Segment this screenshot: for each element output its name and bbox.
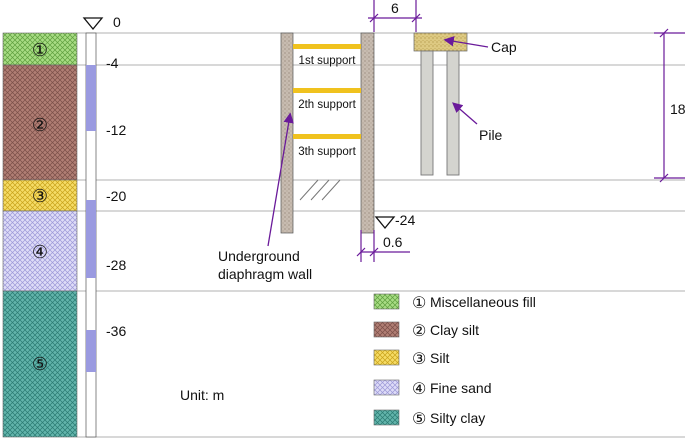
- unit-label: Unit: m: [180, 387, 224, 403]
- wall-thickness-label: 0.6: [383, 234, 403, 250]
- legend-swatch-3: [373, 349, 400, 366]
- depth-label-36: -36: [106, 323, 126, 339]
- pile-left: [420, 50, 434, 176]
- depth-label-28: -28: [106, 257, 126, 273]
- layer-2-block: [2, 64, 78, 181]
- layer-3-number: ③: [32, 186, 48, 207]
- legend: ① ② ③ ④ ⑤ Miscellaneous fill Clay silt S…: [373, 293, 536, 428]
- legend-label-2: Clay silt: [430, 322, 479, 338]
- layer-5-number: ⑤: [32, 354, 48, 375]
- legend-label-4: Fine sand: [430, 380, 491, 396]
- support-label-2: 2th support: [298, 99, 356, 111]
- soil-column: ① ② ③ ④ ⑤: [2, 32, 78, 438]
- legend-number-4: ④: [412, 379, 426, 398]
- ground-level-icon: [82, 17, 104, 31]
- layer-4-block: [2, 210, 78, 292]
- cap-label: Cap: [491, 39, 517, 55]
- pile-spacing-label: 6: [391, 0, 399, 16]
- pile-cap-assembly: [413, 32, 468, 176]
- layer-1-number: ①: [32, 40, 48, 61]
- pile-length-dimension: [654, 28, 685, 183]
- legend-label-1: Miscellaneous fill: [430, 294, 536, 310]
- support-bar-3: [293, 134, 361, 139]
- right-diaphragm-wall: [360, 32, 375, 234]
- cap-leader-arrow: [443, 36, 489, 48]
- support-bar-2: [293, 88, 361, 93]
- layer-boundaries: [77, 32, 685, 438]
- wall-label-line2: diaphragm wall: [218, 266, 312, 282]
- layer-3-block: [2, 179, 78, 212]
- support-bar-1: [293, 44, 361, 49]
- legend-swatch-4: [373, 379, 400, 396]
- wall-thickness-dimension: [356, 230, 410, 262]
- legend-number-5: ⑤: [412, 409, 426, 428]
- depth-zero-label: 0: [113, 14, 121, 30]
- legend-swatch-1: [373, 293, 400, 310]
- excavation-hatch-icon: [299, 179, 341, 201]
- pile-label: Pile: [479, 127, 503, 143]
- layer-2-number: ②: [32, 115, 48, 136]
- excavation-depth-marker: -24: [374, 212, 415, 230]
- depth-label-4: -4: [106, 55, 119, 71]
- support-label-1: 1st support: [299, 55, 357, 67]
- wall-leader-arrow: [267, 112, 294, 247]
- legend-number-1: ①: [412, 293, 426, 312]
- excavation-depth-label: -24: [395, 212, 415, 228]
- layer-4-number: ④: [32, 242, 48, 263]
- depth-label-20: -20: [106, 188, 126, 204]
- legend-swatch-2: [373, 321, 400, 338]
- layer-5-block: [2, 290, 78, 438]
- pile-leader-arrow: [452, 102, 478, 125]
- excavation-level-icon: [374, 216, 396, 230]
- support-label-3: 3th support: [298, 146, 356, 158]
- legend-number-3: ③: [412, 349, 426, 368]
- legend-swatch-5: [373, 409, 400, 426]
- pile-spacing-dimension: [368, 0, 422, 32]
- wall-label-line1: Underground: [218, 248, 300, 264]
- legend-number-2: ②: [412, 321, 426, 340]
- layer-1-block: [2, 32, 78, 66]
- supports: 1st support 2th support 3th support: [293, 44, 361, 158]
- legend-label-5: Silty clay: [430, 410, 485, 426]
- pile-length-label: 18: [670, 101, 685, 117]
- depth-scale: 0 -4 -12 -20 -28 -36: [82, 14, 126, 438]
- legend-label-3: Silt: [430, 350, 450, 366]
- depth-label-12: -12: [106, 122, 126, 138]
- pile-right: [446, 50, 460, 176]
